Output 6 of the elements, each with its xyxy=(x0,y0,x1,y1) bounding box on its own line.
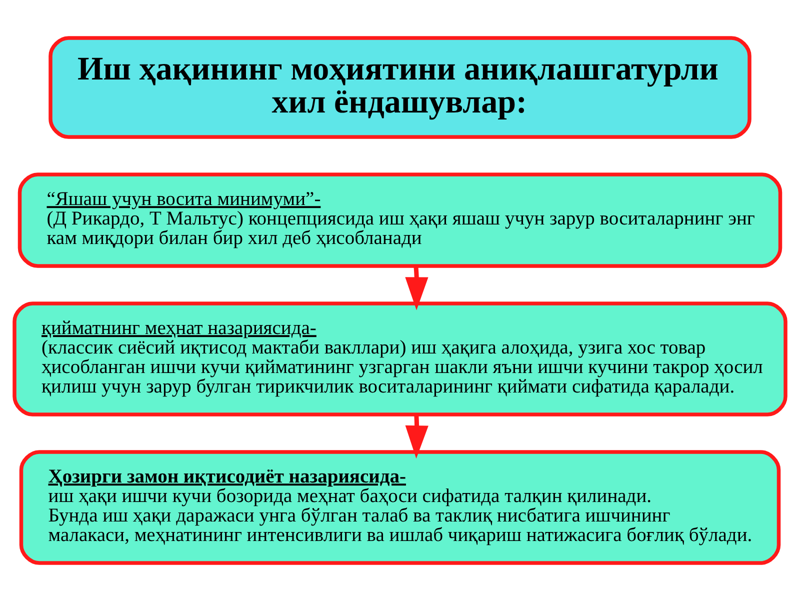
node-box: Иш ҳақининг моҳиятини аниқлашгатурли хил ёндашувлар: xyxy=(48,36,752,138)
arrow xyxy=(405,266,428,310)
node-box: қийматнинг меҳнат назариясида- (классик сиёсий иқтисод мактаби вакллари) иш ҳақига алоҳида, узига хос товар ҳисобланган ишчи кучи қийматининг узгарган шакли яъни ишчи кучини такрор ҳосил қилиш учун зарур булган тирикчилик воситаларининг қиймати сифатида қаралади. xyxy=(12,301,788,416)
node-box: Ҳозирги замон иқтисодиёт назариясида- иш ҳақи ишчи кучи бозорида меҳнат баҳоси сифатида талқин қилинади. Бунда иш ҳақи даражаси унга бўлган талаб ва таклиқ нисбатига ишчининг малакаси, меҳнатининг интенсивлиги ва ишлаб чиқариш натижасига боғлиқ бўлади. xyxy=(19,450,781,564)
arrow xyxy=(405,414,428,458)
node-box: “Яшаш учун восита минимуми”- (Д Рикардо, Т Мальтус) концепциясида иш ҳақи яшаш учун зарур воситаларнинг энг кам миқдори билан бир хил деб ҳисобланади xyxy=(18,172,782,268)
